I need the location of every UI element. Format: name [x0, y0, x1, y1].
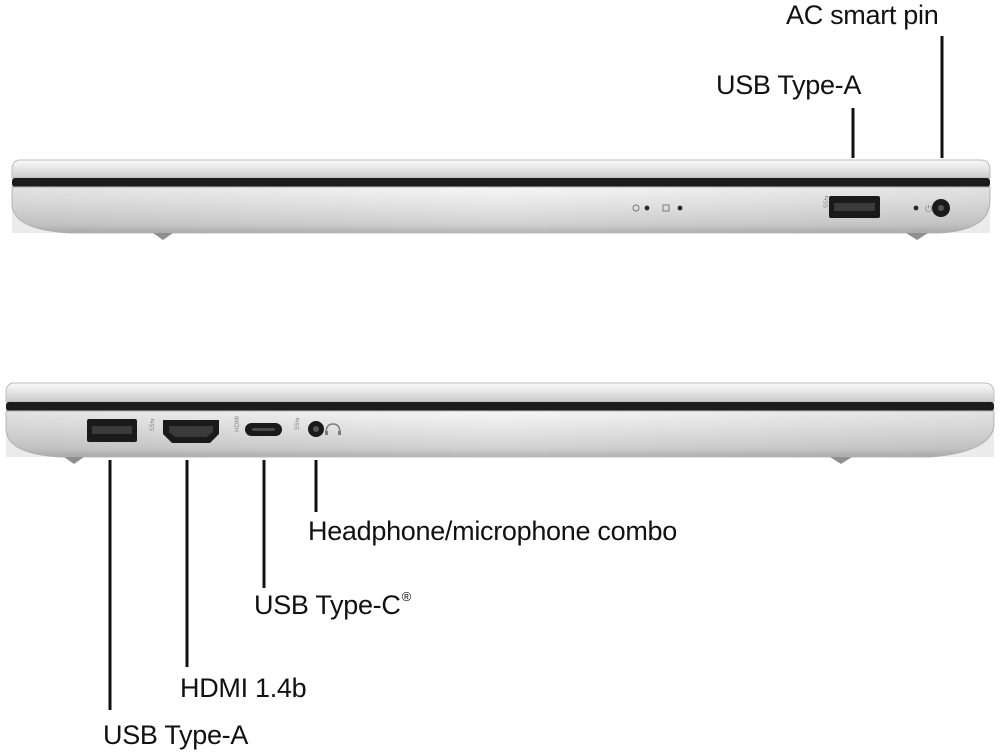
usb-type-c-text: USB Type-C — [254, 590, 401, 620]
hinge-seam-top-view — [12, 178, 990, 187]
hinge-seam-bottom-view — [6, 402, 994, 411]
svg-text:⏻: ⏻ — [925, 204, 932, 215]
rubber-foot-right-top — [906, 233, 928, 240]
label-usb-type-a-left: USB Type-A — [103, 720, 249, 750]
lid-bottom-view — [5, 382, 995, 403]
label-hdmi: HDMI 1.4b — [180, 673, 307, 703]
lid-top-view — [11, 159, 991, 179]
rubber-foot-right-bottom — [830, 457, 852, 464]
usb-type-c-port: SS⇆ — [245, 417, 301, 436]
label-usb-type-a-right: USB Type-A — [716, 70, 862, 100]
rubber-foot-left-bottom — [64, 457, 84, 464]
laptop-left-side-view: SS⇆ HDMI SS⇆ — [5, 382, 995, 710]
power-led — [913, 205, 919, 211]
laptop-right-side-view: SS⇆ ⏻ — [11, 36, 991, 240]
svg-text:SS⇆: SS⇆ — [294, 417, 301, 430]
status-indicator-lights — [632, 204, 683, 212]
label-usb-type-c: USB Type-C® — [254, 589, 412, 620]
ac-smart-pin-port — [932, 199, 950, 217]
headphone-jack — [308, 421, 341, 437]
registered-mark: ® — [401, 589, 412, 604]
hdmi-port: HDMI — [163, 416, 241, 443]
usb-type-a-port-left: SS⇆ — [87, 418, 156, 442]
label-headphone-microphone-combo: Headphone/microphone combo — [308, 516, 677, 546]
rubber-foot-left-top — [153, 233, 173, 240]
svg-text:SS⇆: SS⇆ — [823, 195, 830, 208]
svg-text:SS⇆: SS⇆ — [149, 418, 156, 431]
svg-text:HDMI: HDMI — [234, 416, 241, 432]
label-ac-smart-pin: AC smart pin — [786, 0, 939, 30]
usb-type-a-port-right: SS⇆ — [823, 195, 880, 218]
